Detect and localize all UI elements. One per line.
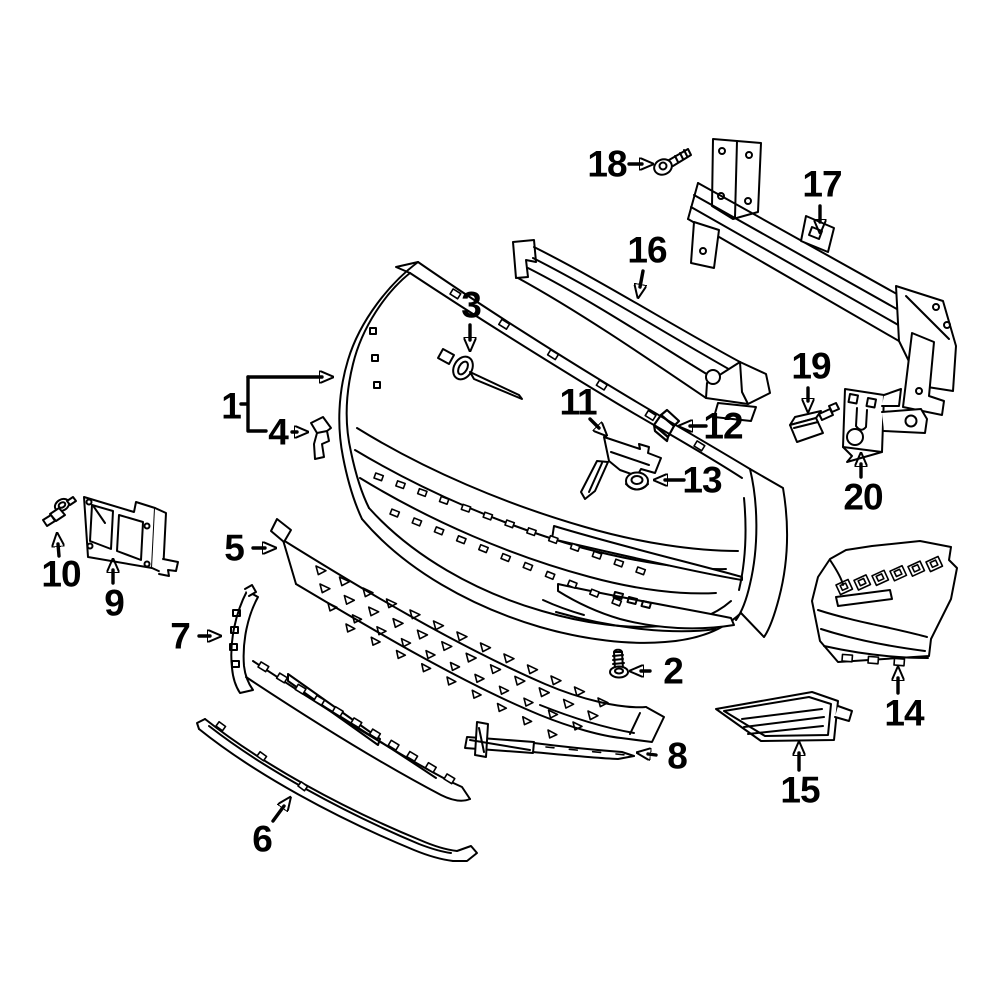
callout-1[interactable]: 1 — [221, 385, 242, 427]
callout-17[interactable]: 17 — [802, 163, 842, 205]
callout-20[interactable]: 20 — [843, 476, 883, 518]
callout-4[interactable]: 4 — [268, 411, 289, 453]
part-16-impact-absorber[interactable] — [512, 239, 771, 422]
part-20-bracket[interactable] — [842, 388, 928, 463]
bracket-vent-holes — [835, 555, 944, 596]
part-14-side-bracket[interactable] — [811, 540, 958, 667]
part-4-clip[interactable] — [310, 416, 332, 460]
callout-18[interactable]: 18 — [587, 143, 627, 185]
part-5-upper-grille[interactable] — [270, 518, 665, 743]
part-1-bumper-cover[interactable] — [338, 261, 789, 644]
strip-dashes — [545, 746, 625, 756]
callout-12[interactable]: 12 — [703, 405, 743, 447]
callout-6[interactable]: 6 — [252, 818, 273, 860]
part-2-screw[interactable] — [609, 648, 629, 679]
part-9-license-plate-bracket[interactable] — [83, 496, 179, 577]
part-6-lower-spoiler[interactable] — [196, 718, 478, 862]
lower-grille-tabs — [257, 661, 456, 785]
grille-mesh — [315, 565, 609, 739]
callout-2[interactable]: 2 — [663, 650, 684, 692]
spoiler-tabs — [215, 720, 309, 792]
callout-10[interactable]: 10 — [41, 553, 81, 595]
arrow-16 — [640, 269, 643, 287]
part-11-support-bracket[interactable] — [580, 436, 662, 500]
part-3-pin-screw[interactable] — [437, 348, 523, 400]
part-18-screw[interactable] — [652, 148, 692, 177]
callout-3[interactable]: 3 — [461, 284, 482, 326]
arrow-10 — [58, 544, 59, 558]
callout-14[interactable]: 14 — [884, 692, 924, 734]
part-19-sensor[interactable] — [789, 402, 840, 443]
callout-8[interactable]: 8 — [667, 735, 688, 777]
callout-arrows — [58, 164, 898, 823]
callout-15[interactable]: 15 — [780, 769, 820, 811]
part-8-trim-strip[interactable] — [464, 721, 635, 760]
arrow-1-bracket — [239, 375, 268, 433]
callout-5[interactable]: 5 — [224, 527, 245, 569]
arrow-6 — [271, 806, 284, 823]
part-13-nut[interactable] — [625, 471, 649, 491]
callout-16[interactable]: 16 — [627, 229, 667, 271]
part-10-push-pin[interactable] — [42, 496, 77, 527]
bumper-hatch-marks — [373, 288, 706, 607]
callout-7[interactable]: 7 — [170, 615, 191, 657]
part-15-fog-light-cover[interactable] — [715, 691, 853, 742]
bracket-flange-holes — [841, 653, 906, 667]
callout-11[interactable]: 11 — [559, 381, 597, 423]
arrow-8 — [648, 754, 658, 755]
callout-13[interactable]: 13 — [682, 459, 722, 501]
part-17-impact-bar[interactable] — [687, 138, 957, 416]
callout-19[interactable]: 19 — [791, 345, 831, 387]
callout-9[interactable]: 9 — [104, 582, 125, 624]
arrow-11 — [588, 417, 599, 428]
part-7-lower-grille[interactable] — [229, 584, 471, 802]
